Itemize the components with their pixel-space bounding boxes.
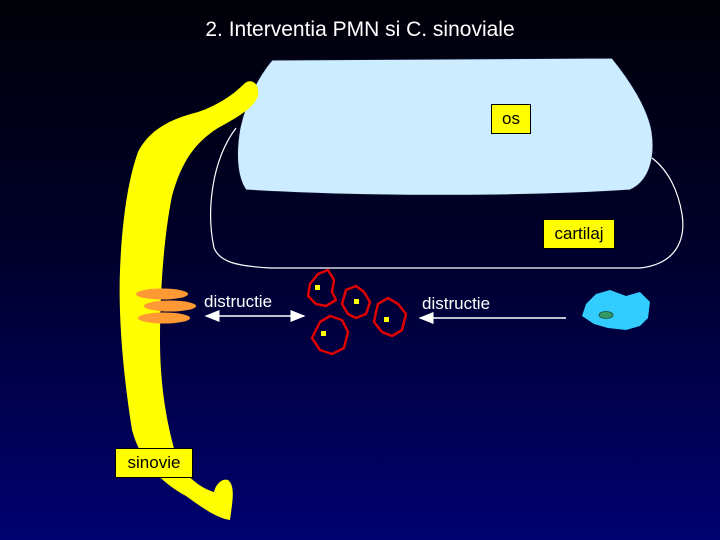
synovial-cell bbox=[582, 290, 650, 330]
synovium-shape bbox=[119, 81, 259, 521]
pmn-cell bbox=[310, 314, 350, 356]
orange-cell bbox=[144, 300, 196, 312]
cartilage-outline bbox=[210, 127, 684, 269]
destruction-label-left: distructie bbox=[204, 292, 273, 311]
orange-cell bbox=[136, 288, 188, 300]
slide-title: 2. Interventia PMN si C. sinoviale bbox=[205, 18, 515, 41]
synovium-label: sinovie bbox=[115, 448, 193, 478]
bone-shape bbox=[237, 57, 654, 196]
destruction-label-right: distructie bbox=[422, 294, 491, 313]
cartilage-label: cartilaj bbox=[543, 219, 615, 249]
bone-label: os bbox=[491, 104, 531, 134]
pmn-cell bbox=[340, 284, 372, 320]
orange-cell bbox=[138, 312, 190, 324]
pmn-cell bbox=[372, 296, 408, 338]
pmn-cell bbox=[306, 268, 338, 308]
